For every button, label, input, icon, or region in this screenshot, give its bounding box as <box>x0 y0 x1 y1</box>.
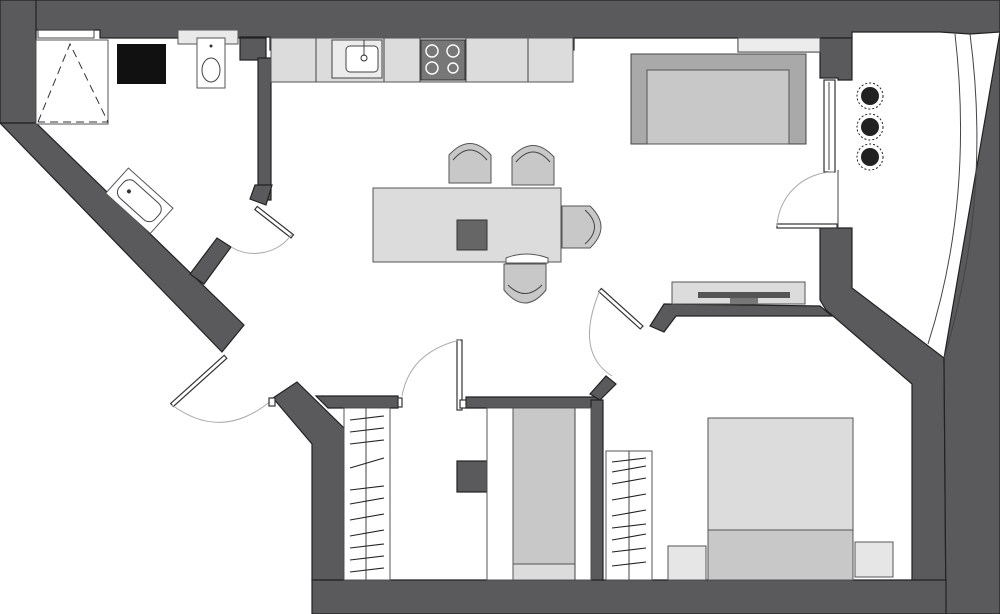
cooktop-icon <box>420 39 466 81</box>
chair-icon <box>448 143 492 184</box>
wall-partition-tv <box>649 303 834 333</box>
shower-tray-icon <box>35 39 109 125</box>
wardrobe-room <box>486 407 592 581</box>
balcony <box>776 33 978 359</box>
wall-balcony-divider-lower <box>819 227 947 614</box>
plant-icon <box>856 113 884 141</box>
wall-hall-left-horizontal <box>314 395 399 409</box>
wall-hall-middle-vertical <box>590 399 604 583</box>
column-hall <box>456 460 488 493</box>
bathroom <box>35 29 295 254</box>
entrance-door <box>169 354 276 423</box>
bathtub-icon <box>104 167 174 235</box>
kitchen <box>270 37 821 83</box>
bathroom-door <box>230 205 295 254</box>
balcony-door <box>776 223 838 229</box>
plant-icon <box>856 143 884 171</box>
hall-wardrobe-hangers <box>349 415 385 573</box>
hall-wardrobe <box>343 407 391 581</box>
wall-left-top <box>0 0 37 124</box>
island-column <box>456 219 488 251</box>
wardrobe-unit <box>512 407 576 581</box>
bedroom <box>605 417 894 581</box>
wall-bottom <box>311 579 947 614</box>
wall-bathroom-vertical <box>257 57 272 201</box>
wall-hall-left-diag <box>272 381 345 581</box>
balcony-glass-inner <box>927 33 962 345</box>
fridge-nook <box>737 37 821 53</box>
bedroom-wardrobe-hangers <box>611 457 647 567</box>
washing-machine <box>117 44 166 84</box>
hallway <box>343 339 467 581</box>
wall-hall-middle-horizontal <box>465 396 599 409</box>
wall-hall-stub <box>589 375 617 401</box>
sofa <box>630 53 807 145</box>
chair-icon <box>503 253 549 304</box>
chair-icon <box>511 145 555 186</box>
bed-icon <box>707 417 854 581</box>
wall-right-outer <box>943 31 1000 614</box>
sink-icon <box>331 39 383 79</box>
nightstand-left <box>667 545 707 581</box>
wall-bathroom-lower <box>189 237 232 285</box>
nightstand-right <box>854 541 894 578</box>
balcony-glass-outer <box>943 33 978 359</box>
wall-balcony-divider <box>819 37 853 81</box>
tv-icon <box>671 281 806 305</box>
chair-icon <box>561 205 602 249</box>
wall-bathroom-stub <box>249 184 273 206</box>
bedroom-door <box>589 287 644 377</box>
wall-diagonal-left <box>0 122 245 353</box>
plant-icon <box>856 82 884 110</box>
living-area <box>372 53 807 377</box>
